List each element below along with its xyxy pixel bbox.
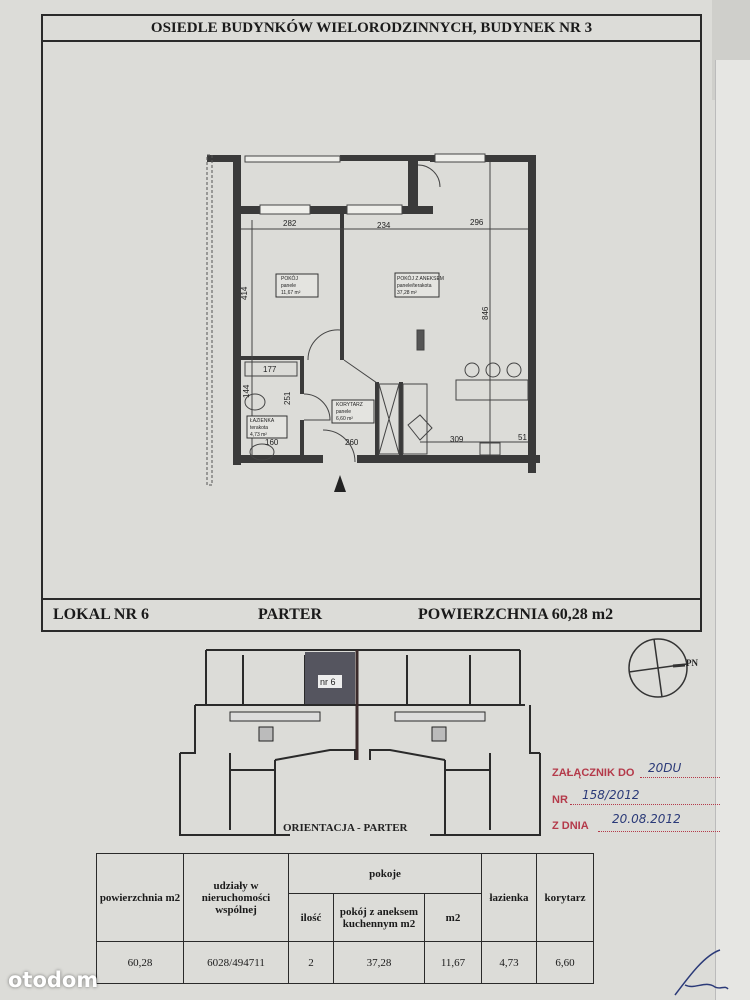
unit-tag	[318, 675, 342, 688]
windows	[244, 153, 486, 215]
cell-bathroom: 4,73	[481, 941, 537, 984]
cell-shares: 6028/494711	[183, 941, 289, 984]
compass-icon: PN	[628, 638, 698, 698]
attachment-label: ZAŁĄCZNIK DO	[552, 767, 635, 779]
room-area: 11,67 m²	[281, 290, 301, 296]
dimension-label: 177	[263, 365, 277, 374]
dimension-label: 160	[265, 438, 279, 447]
entrance-arrow-icon	[334, 475, 346, 492]
site-plan-caption: ORIENTACJA - PARTER	[283, 822, 409, 834]
dimension-label: 251	[283, 391, 292, 405]
cell-room-kitchen: 37,28	[333, 941, 425, 984]
dimension-label: 309	[450, 435, 464, 444]
room-floor: terakota	[250, 425, 268, 431]
otodom-logo: otodom	[8, 968, 99, 992]
cell-corridor: 6,60	[536, 941, 594, 984]
document-title: OSIEDLE BUDYNKÓW WIELORODZINNYCH, BUDYNE…	[43, 16, 700, 42]
room-labels: POKÓJ panele 11,67 m² POKÓJ Z ANEKSEM pa…	[246, 272, 444, 439]
floor-plan: 282 234 296 414 846 177 144 251 160 260 …	[206, 153, 540, 492]
dimension-label: 296	[470, 218, 484, 227]
cell-count: 2	[288, 941, 334, 984]
staircase-icon	[431, 726, 447, 742]
room-name: ŁAZIENKA	[250, 418, 275, 424]
background-paper-edge	[715, 60, 750, 1000]
signature	[674, 949, 729, 996]
header-room-m2: m2	[424, 893, 482, 942]
room-area: 6,60 m²	[336, 416, 353, 422]
header-bathroom: łazienka	[481, 853, 537, 942]
plan-footer: LOKAL NR 6 PARTER POWIERZCHNIA 60,28 m2	[43, 598, 700, 630]
room-name: KORYTARZ	[336, 402, 363, 408]
room-floor: panele	[336, 409, 351, 415]
room-area: 37,28 m²	[397, 290, 417, 296]
header-shares: udziały w nieruchomości wspólnej	[183, 853, 289, 942]
compass-label: PN	[686, 658, 698, 668]
table-row: 60,28 6028/494711 2 37,28 11,67 4,73 6,6…	[96, 941, 594, 984]
dimension-label: 260	[345, 438, 359, 447]
header-count: ilość	[288, 893, 334, 942]
header-room-kitchen: pokój z aneksem kuchennym m2	[333, 893, 425, 942]
dimension-labels: 282 234 296 414 846 177 144 251 160 260 …	[240, 218, 527, 447]
doors-and-fixtures	[241, 162, 529, 463]
document-sheet	[0, 0, 715, 1000]
room-floor: panele	[281, 283, 296, 289]
header-rooms: pokoje	[288, 853, 482, 894]
dimension-label: 846	[481, 306, 490, 320]
header-corridor: korytarz	[536, 853, 594, 942]
room-name: POKÓJ Z ANEKSEM	[397, 275, 444, 282]
number-value: 158/2012	[582, 788, 640, 802]
dimension-label: 234	[377, 221, 391, 230]
room-name: POKÓJ	[281, 275, 298, 282]
dimension-label: 282	[283, 219, 297, 228]
unit-tag-label: nr 6	[320, 677, 336, 687]
date-label: Z DNIA	[552, 820, 589, 832]
cell-area: 60,28	[96, 941, 184, 984]
date-value: 20.08.2012	[612, 812, 681, 826]
staircase-icon	[258, 726, 274, 742]
dimension-label: 414	[240, 286, 249, 300]
area-label: POWIERZCHNIA 60,28 m2	[418, 606, 614, 623]
floor-plan-frame: OSIEDLE BUDYNKÓW WIELORODZINNYCH, BUDYNE…	[41, 14, 702, 632]
dimension-label: 144	[242, 384, 251, 398]
attachment-value: 20DU	[648, 761, 682, 775]
floor-label: PARTER	[258, 606, 323, 623]
dimension-label: 51	[518, 433, 527, 442]
unit-summary-table: powierzchnia m2 udziały w nieruchomości …	[96, 853, 594, 984]
cell-room-m2: 11,67	[424, 941, 482, 984]
number-label: NR	[552, 794, 568, 806]
site-plan: nr 6 ORIENTACJA - PARTER	[179, 649, 541, 836]
unit-number: LOKAL NR 6	[53, 606, 150, 623]
room-area: 4,73 m²	[250, 432, 267, 438]
room-floor: panele/terakota	[397, 283, 432, 289]
header-area: powierzchnia m2	[96, 853, 184, 942]
